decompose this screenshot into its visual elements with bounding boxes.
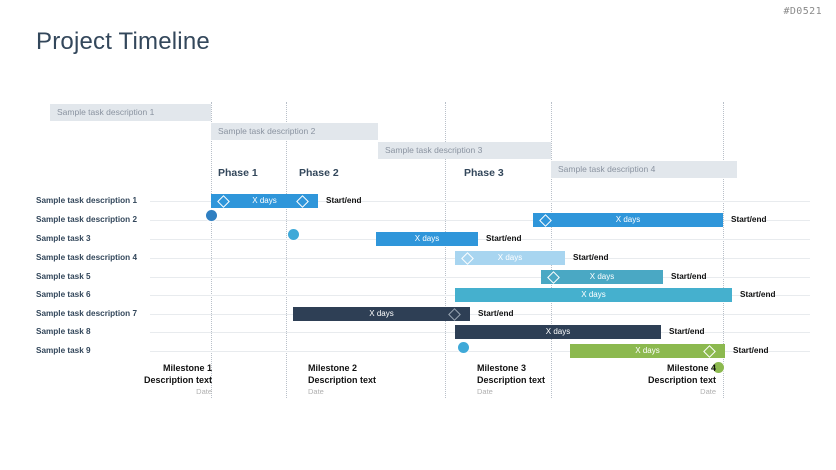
phase-label-3: Phase 3 [464,167,504,179]
gantt-bar-8[interactable]: X days [455,325,661,339]
milestone-date: Date [477,387,493,396]
task-label-7: Sample task description 7 [36,309,138,318]
start-end-label-9: Start/end [733,346,769,355]
task-label-3: Sample task 3 [36,234,91,243]
start-end-label-4: Start/end [573,253,609,262]
start-end-label-8: Start/end [669,327,705,336]
milestone-date: Date [308,387,324,396]
milestone-title: Milestone 4 [666,363,716,373]
header-bar-1: Sample task description 1 [50,104,211,121]
milestone-title: Milestone 1 [162,363,212,373]
milestone-date: Date [700,387,716,396]
gantt-bar-label: X days [615,215,641,224]
start-end-label-3: Start/end [486,234,522,243]
task-label-1: Sample task description 1 [36,196,138,205]
gantt-bar-label: X days [589,272,615,281]
gantt-bar-3[interactable]: X days [376,232,478,246]
gantt-bar-label: X days [369,309,394,318]
phase-divider-3 [445,102,446,398]
start-end-label-7: Start/end [478,309,514,318]
gantt-bar-label: X days [252,196,277,205]
phase-divider-4 [551,102,552,398]
phase-label-1: Phase 1 [218,167,258,179]
milestone-description: Description text [308,375,377,385]
gantt-bar-label: X days [414,234,440,243]
milestone-date: Date [196,387,212,396]
task-label-4: Sample task description 4 [36,253,138,262]
milestone-dot-1[interactable] [205,209,217,221]
task-label-9: Sample task 9 [36,346,91,355]
gantt-bar-label: X days [545,327,571,336]
row-baseline-1 [150,201,810,202]
gantt-bar-label: X days [635,346,660,355]
document-id: #D0521 [783,6,822,17]
gantt-bar-6[interactable]: X days [455,288,732,302]
row-baseline-3 [150,239,810,240]
page-title: Project Timeline [36,28,210,55]
header-bar-4: Sample task description 4 [551,161,737,178]
task-label-6: Sample task 6 [36,290,91,299]
task-label-5: Sample task 5 [36,272,91,281]
milestone-description: Description text [143,375,212,385]
gantt-bar-label: X days [497,253,523,262]
task-label-8: Sample task 8 [36,327,91,336]
milestone-description: Description text [477,375,546,385]
phase-divider-1 [211,102,212,398]
gantt-bar-7[interactable]: X days [293,307,470,321]
gantt-bar-1[interactable]: X days [211,194,318,208]
milestone-dot-3[interactable] [457,341,469,353]
phase-divider-5 [723,102,724,398]
gantt-bar-9[interactable]: X days [570,344,725,358]
gantt-bar-4[interactable]: X days [455,251,565,265]
row-baseline-5 [150,277,810,278]
start-end-label-5: Start/end [671,272,707,281]
row-baseline-7 [150,314,810,315]
milestone-dot-4[interactable] [712,361,724,373]
milestone-title: Milestone 2 [308,363,358,373]
milestone-description: Description text [647,375,716,385]
gantt-bar-2[interactable]: X days [533,213,723,227]
header-bar-2: Sample task description 2 [211,123,378,140]
gantt-bar-5[interactable]: X days [541,270,663,284]
milestone-title: Milestone 3 [477,363,527,373]
row-baseline-9 [150,351,810,352]
start-end-label-6: Start/end [740,290,776,299]
header-bar-3: Sample task description 3 [378,142,551,159]
row-baseline-2 [150,220,810,221]
gantt-bar-label: X days [581,290,606,299]
start-end-label-1: Start/end [326,196,362,205]
phase-label-2: Phase 2 [299,167,339,179]
task-label-2: Sample task description 2 [36,215,138,224]
phase-divider-2 [286,102,287,398]
start-end-label-2: Start/end [731,215,767,224]
milestone-dot-2[interactable] [287,228,299,240]
